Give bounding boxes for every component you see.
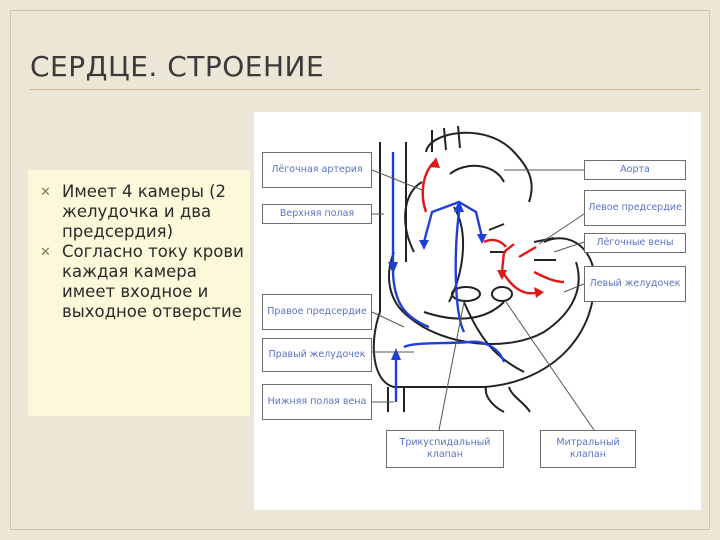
aortic-arch-shape [426, 133, 532, 202]
cross-bullet-icon: ✕ [40, 183, 51, 203]
venous-arrowheads [388, 200, 487, 360]
title-underline [30, 89, 700, 90]
label-aorta: Аорта [584, 160, 686, 180]
label-left-atrium: Левое предсердие [584, 190, 686, 226]
bullet-list: ✕ Имеет 4 камеры (2 желудочка и два пред… [28, 170, 250, 322]
venous-flow-arrows [393, 152, 504, 402]
label-left-ventricle: Левый желудочек [584, 266, 686, 302]
arterial-arrowheads [430, 157, 544, 298]
bullet-text: Согласно току крови каждая камера имеет … [62, 242, 244, 321]
bullet-text: Имеет 4 камеры (2 желудочка и два предсе… [62, 182, 226, 241]
label-mitral-valve: Митральный клапан [540, 430, 636, 468]
slide-title: СЕРДЦЕ. СТРОЕНИЕ [30, 50, 324, 83]
label-inferior-vena-cava: Нижняя полая вена [262, 384, 372, 420]
mitral-valve-shape [492, 287, 512, 301]
bullet-item: ✕ Имеет 4 камеры (2 желудочка и два пред… [28, 182, 250, 242]
pulmonary-artery-shape [405, 182, 463, 302]
label-right-atrium: Правое предсердие [262, 294, 372, 330]
bullet-item: ✕ Согласно току крови каждая камера имее… [28, 242, 250, 322]
label-tricuspid-valve: Трикуспидальный клапан [386, 430, 504, 468]
heart-diagram: Лёгочная артерия Верхняя полая Правое пр… [254, 112, 701, 510]
label-pulmonary-artery: Лёгочная артерия [262, 152, 372, 188]
label-right-ventricle: Правый желудочек [262, 338, 372, 372]
bullet-panel: ✕ Имеет 4 камеры (2 желудочка и два пред… [28, 170, 250, 416]
label-superior-vena-cava: Верхняя полая [262, 204, 372, 224]
cross-bullet-icon: ✕ [40, 243, 51, 263]
label-pulmonary-veins: Лёгочные вены [584, 233, 686, 253]
